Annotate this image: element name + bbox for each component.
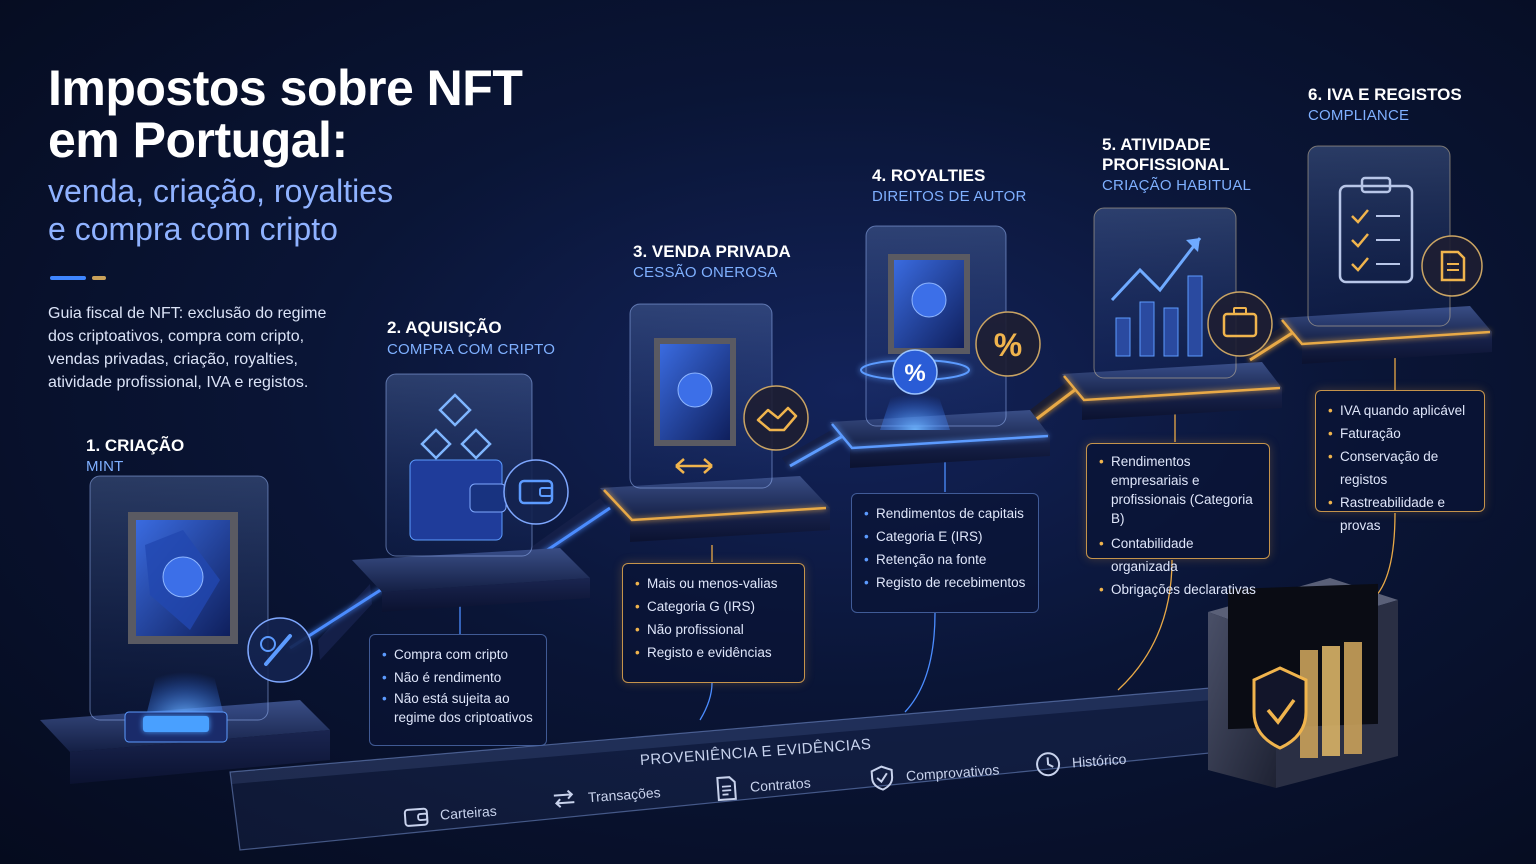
bullet-item: Rastreabilidade e provas — [1328, 491, 1472, 537]
bullet-item: Registo e evidências — [635, 641, 792, 664]
page-title: Impostos sobre NFT em Portugal: — [48, 60, 523, 168]
evidence-item-carteiras: Carteiras — [401, 797, 498, 832]
step-4-title: 4. ROYALTIES — [872, 166, 986, 185]
bullet-item: Obrigações declarativas — [1099, 578, 1257, 601]
bullet-item: Categoria G (IRS) — [635, 595, 792, 618]
bullet-item: Conservação de registos — [1328, 445, 1472, 491]
step-4-details: Rendimentos de capitais Categoria E (IRS… — [851, 493, 1039, 613]
step-3-platform — [600, 303, 830, 542]
svg-text:%: % — [994, 327, 1022, 363]
page-subtitle: venda, criação, royalties e compra com c… — [48, 172, 393, 248]
step-3-title: 3. VENDA PRIVADA — [633, 242, 791, 261]
evidence-item-transacoes: Transações — [549, 778, 661, 814]
step-5-title: 5. ATIVIDADE PROFISSIONAL — [1102, 135, 1230, 174]
clock-icon — [1036, 752, 1061, 777]
bullet-item: Não está sujeita ao regime dos criptoati… — [382, 689, 534, 731]
contract-icon — [716, 776, 737, 802]
accent-bar-blue — [50, 276, 86, 280]
step-1-subtitle: MINT — [86, 458, 124, 475]
bullet-item: Faturação — [1328, 422, 1472, 445]
step-2-platform — [352, 373, 590, 612]
evidence-item-historico: Histórico — [1033, 745, 1127, 779]
step-3-details: Mais ou menos-valias Categoria G (IRS) N… — [622, 563, 805, 683]
step-1-platform — [40, 475, 330, 784]
step-5-subtitle: CRIAÇÃO HABITUAL — [1102, 177, 1252, 194]
bullet-item: Não profissional — [635, 618, 792, 641]
step-4-subtitle: DIREITOS DE AUTOR — [872, 188, 1027, 205]
wallet-icon — [503, 459, 569, 525]
bullet-item: IVA quando aplicável — [1328, 399, 1472, 422]
title-line-2: em Portugal: — [48, 112, 348, 168]
step-6-details: IVA quando aplicável Faturação Conservaç… — [1315, 390, 1485, 533]
evidence-item-label: Carteiras — [439, 802, 498, 823]
evidence-item-label: Comprovativos — [905, 761, 1000, 784]
vault-cube — [1208, 578, 1398, 788]
step-5-details: Rendimentos empresariais e profissionais… — [1086, 443, 1270, 601]
evidence-item-contratos: Contratos — [711, 769, 811, 804]
step-6-title: 6. IVA E REGISTOS — [1308, 85, 1462, 104]
briefcase-icon — [1207, 291, 1273, 357]
bullet-item: Não é rendimento — [382, 666, 534, 689]
bullet-item: Mais ou menos-valias — [635, 572, 792, 595]
step-6-subtitle: COMPLIANCE — [1308, 107, 1410, 124]
handshake-icon — [743, 385, 809, 451]
step-2-details: Compra com cripto Não é rendimento Não e… — [369, 634, 547, 746]
evidence-item-label: Transações — [587, 784, 662, 806]
title-line-1: Impostos sobre NFT — [48, 60, 523, 116]
subtitle-line-2: e compra com cripto — [48, 211, 338, 247]
step-1-title: 1. CRIAÇÃO — [86, 436, 185, 455]
svg-text:%: % — [904, 360, 925, 387]
bullet-item: Rendimentos empresariais e profissionais… — [1099, 452, 1257, 532]
evidence-item-comprovativos: Comprovativos — [867, 755, 1000, 792]
accent-bar-gold — [92, 276, 106, 280]
stair-path — [289, 320, 1301, 660]
step-2-title: 2. AQUISIÇÃO — [387, 318, 502, 337]
shield-check-icon — [870, 765, 894, 791]
bullet-item: Retenção na fonte — [864, 548, 1026, 571]
bullet-item: Compra com cripto — [382, 643, 534, 666]
paint-brush-icon — [247, 617, 313, 683]
evidence-item-label: Contratos — [749, 774, 812, 795]
step-3-subtitle: CESSÃO ONEROSA — [633, 264, 778, 281]
bullet-item: Rendimentos de capitais — [864, 502, 1026, 525]
bullet-item: Registo de recebimentos — [864, 571, 1026, 594]
transfer-arrows-icon — [553, 789, 575, 808]
document-icon — [1421, 235, 1483, 297]
subtitle-line-1: venda, criação, royalties — [48, 173, 394, 209]
evidence-item-label: Histórico — [1071, 750, 1127, 771]
step-6-platform — [1280, 145, 1492, 364]
bullet-item: Categoria E (IRS) — [864, 525, 1026, 548]
step-4-platform: % — [830, 225, 1050, 468]
percent-icon: % — [975, 311, 1041, 377]
wallet-icon — [403, 807, 429, 827]
bullet-item: Contabilidade organizada — [1099, 532, 1257, 578]
step-5-platform — [1062, 207, 1282, 420]
step-2-subtitle: COMPRA COM CRIPTO — [387, 341, 556, 358]
page-description: Guia fiscal de NFT: exclusão do regime d… — [48, 305, 327, 391]
